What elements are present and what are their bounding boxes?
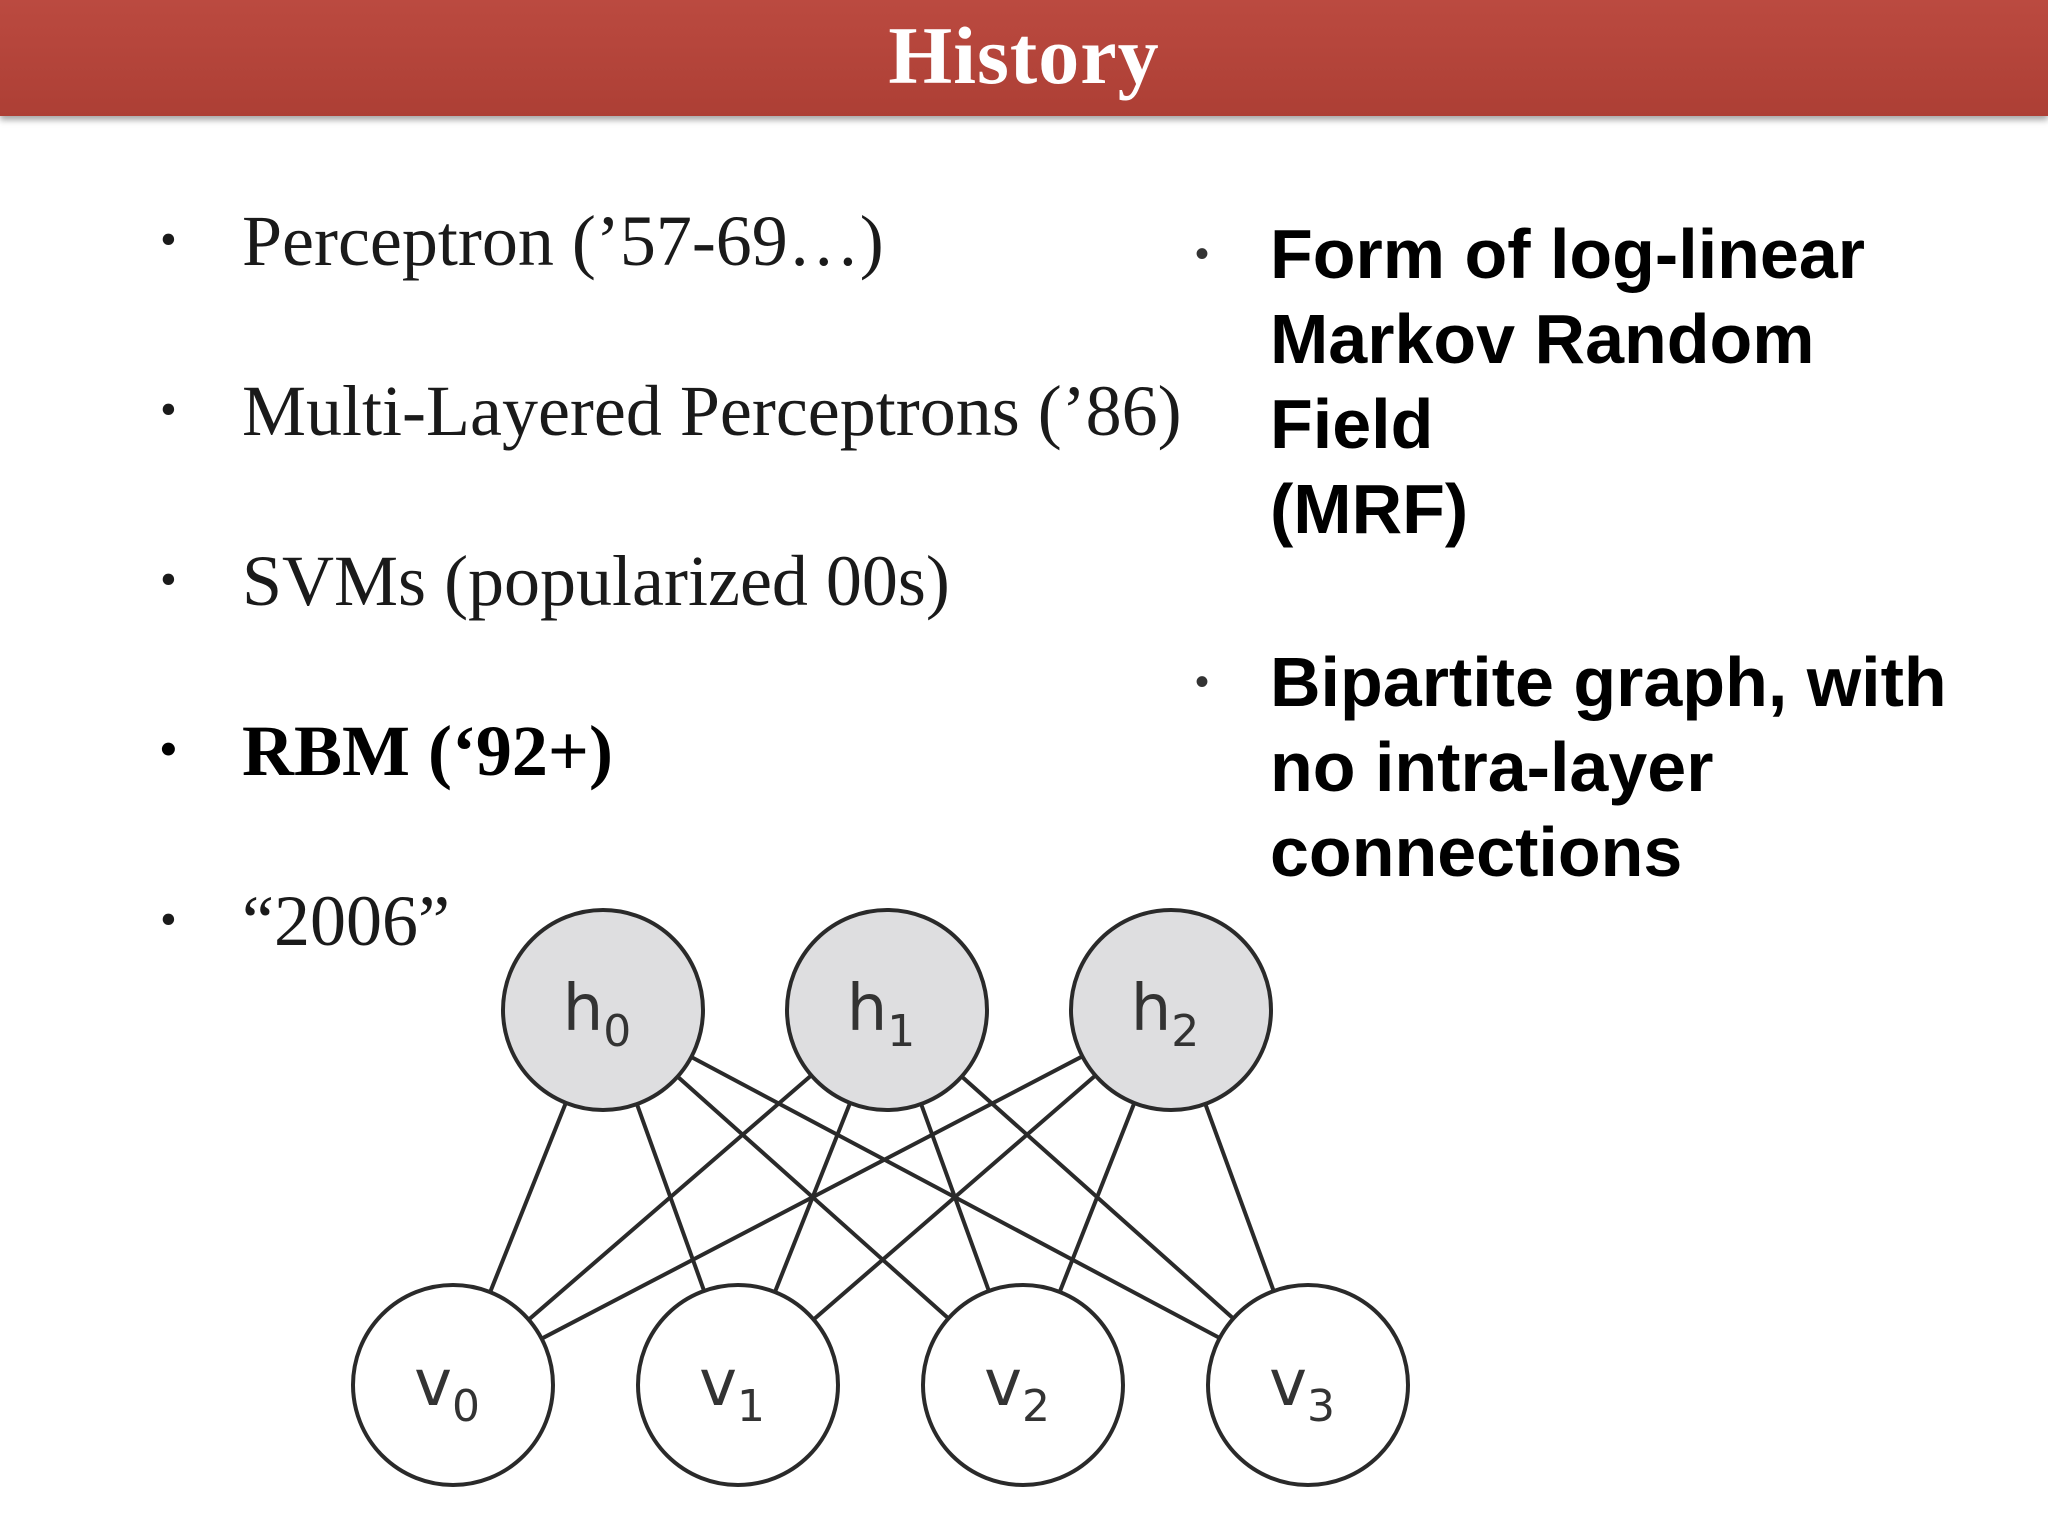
hidden-node-1: h1 [785, 908, 989, 1112]
bullet-dot: • [160, 893, 177, 947]
bullet-text: SVMs (popularized 00s) [242, 541, 950, 621]
visible-node-label: v2 [984, 1347, 1050, 1432]
hidden-node-2: h2 [1069, 908, 1273, 1112]
bullet-text: Multi-Layered Perceptrons (’86) [242, 371, 1182, 451]
edge-h2-v3 [1203, 1103, 1276, 1292]
visible-node-circle [351, 1283, 555, 1487]
visible-node-circle [921, 1283, 1125, 1487]
visible-node-3: v3 [1206, 1283, 1410, 1487]
bullet-text: Form of log-linear Markov Random Field (… [1270, 215, 1865, 548]
visible-node-circle [636, 1283, 840, 1487]
bullet-dot: • [1195, 660, 1210, 704]
visible-node-1: v1 [636, 1283, 840, 1487]
bullet-perceptron: •Perceptron (’57-69…) [160, 205, 884, 277]
rbm-edges [488, 1054, 1276, 1341]
bullet-2006: •“2006” [160, 885, 450, 957]
bullet-dot: • [1195, 232, 1210, 276]
rbm-nodes: h0 h1 h2 v0 v1 v2 v3 [351, 908, 1410, 1487]
bullet-dot: • [160, 723, 177, 777]
slide-title: History [888, 10, 1160, 101]
bullet-text: Bipartite graph, with no intra-layer con… [1270, 643, 1947, 891]
hidden-node-label: h0 [563, 972, 632, 1057]
hidden-node-0: h0 [501, 908, 705, 1112]
hidden-node-circle [1069, 908, 1273, 1112]
visible-node-0: v0 [351, 1283, 555, 1487]
bullet-mrf: • Form of log-linear Markov Random Field… [1195, 212, 2035, 552]
edge-h1-v0 [527, 1073, 813, 1322]
visible-node-2: v2 [921, 1283, 1125, 1487]
bullet-dot: • [160, 213, 177, 267]
visible-node-label: v3 [1269, 1347, 1335, 1432]
hidden-node-label: h1 [847, 972, 916, 1057]
bullet-mlp: •Multi-Layered Perceptrons (’86) [160, 375, 1182, 447]
bullet-bipartite: • Bipartite graph, with no intra-layer c… [1195, 640, 2035, 895]
edge-h2-v0 [540, 1054, 1084, 1341]
bullet-dot: • [160, 553, 177, 607]
bullet-text: Perceptron (’57-69…) [242, 201, 884, 281]
hidden-node-circle [501, 908, 705, 1112]
hidden-node-label: h2 [1131, 972, 1200, 1057]
bullet-text: “2006” [242, 881, 450, 961]
bullet-rbm: •RBM (‘92+) [160, 715, 613, 787]
bullet-dot: • [160, 383, 177, 437]
edge-h2-v1 [812, 1073, 1097, 1322]
visible-node-label: v1 [699, 1347, 765, 1432]
title-bar: History [0, 0, 2048, 116]
hidden-node-circle [785, 908, 989, 1112]
bullet-text: RBM (‘92+) [242, 711, 613, 791]
visible-node-circle [1206, 1283, 1410, 1487]
edge-h2-v2 [1057, 1102, 1137, 1293]
edge-h0-v0 [488, 1102, 568, 1293]
visible-node-label: v0 [414, 1347, 480, 1432]
bullet-svm: •SVMs (popularized 00s) [160, 545, 950, 617]
